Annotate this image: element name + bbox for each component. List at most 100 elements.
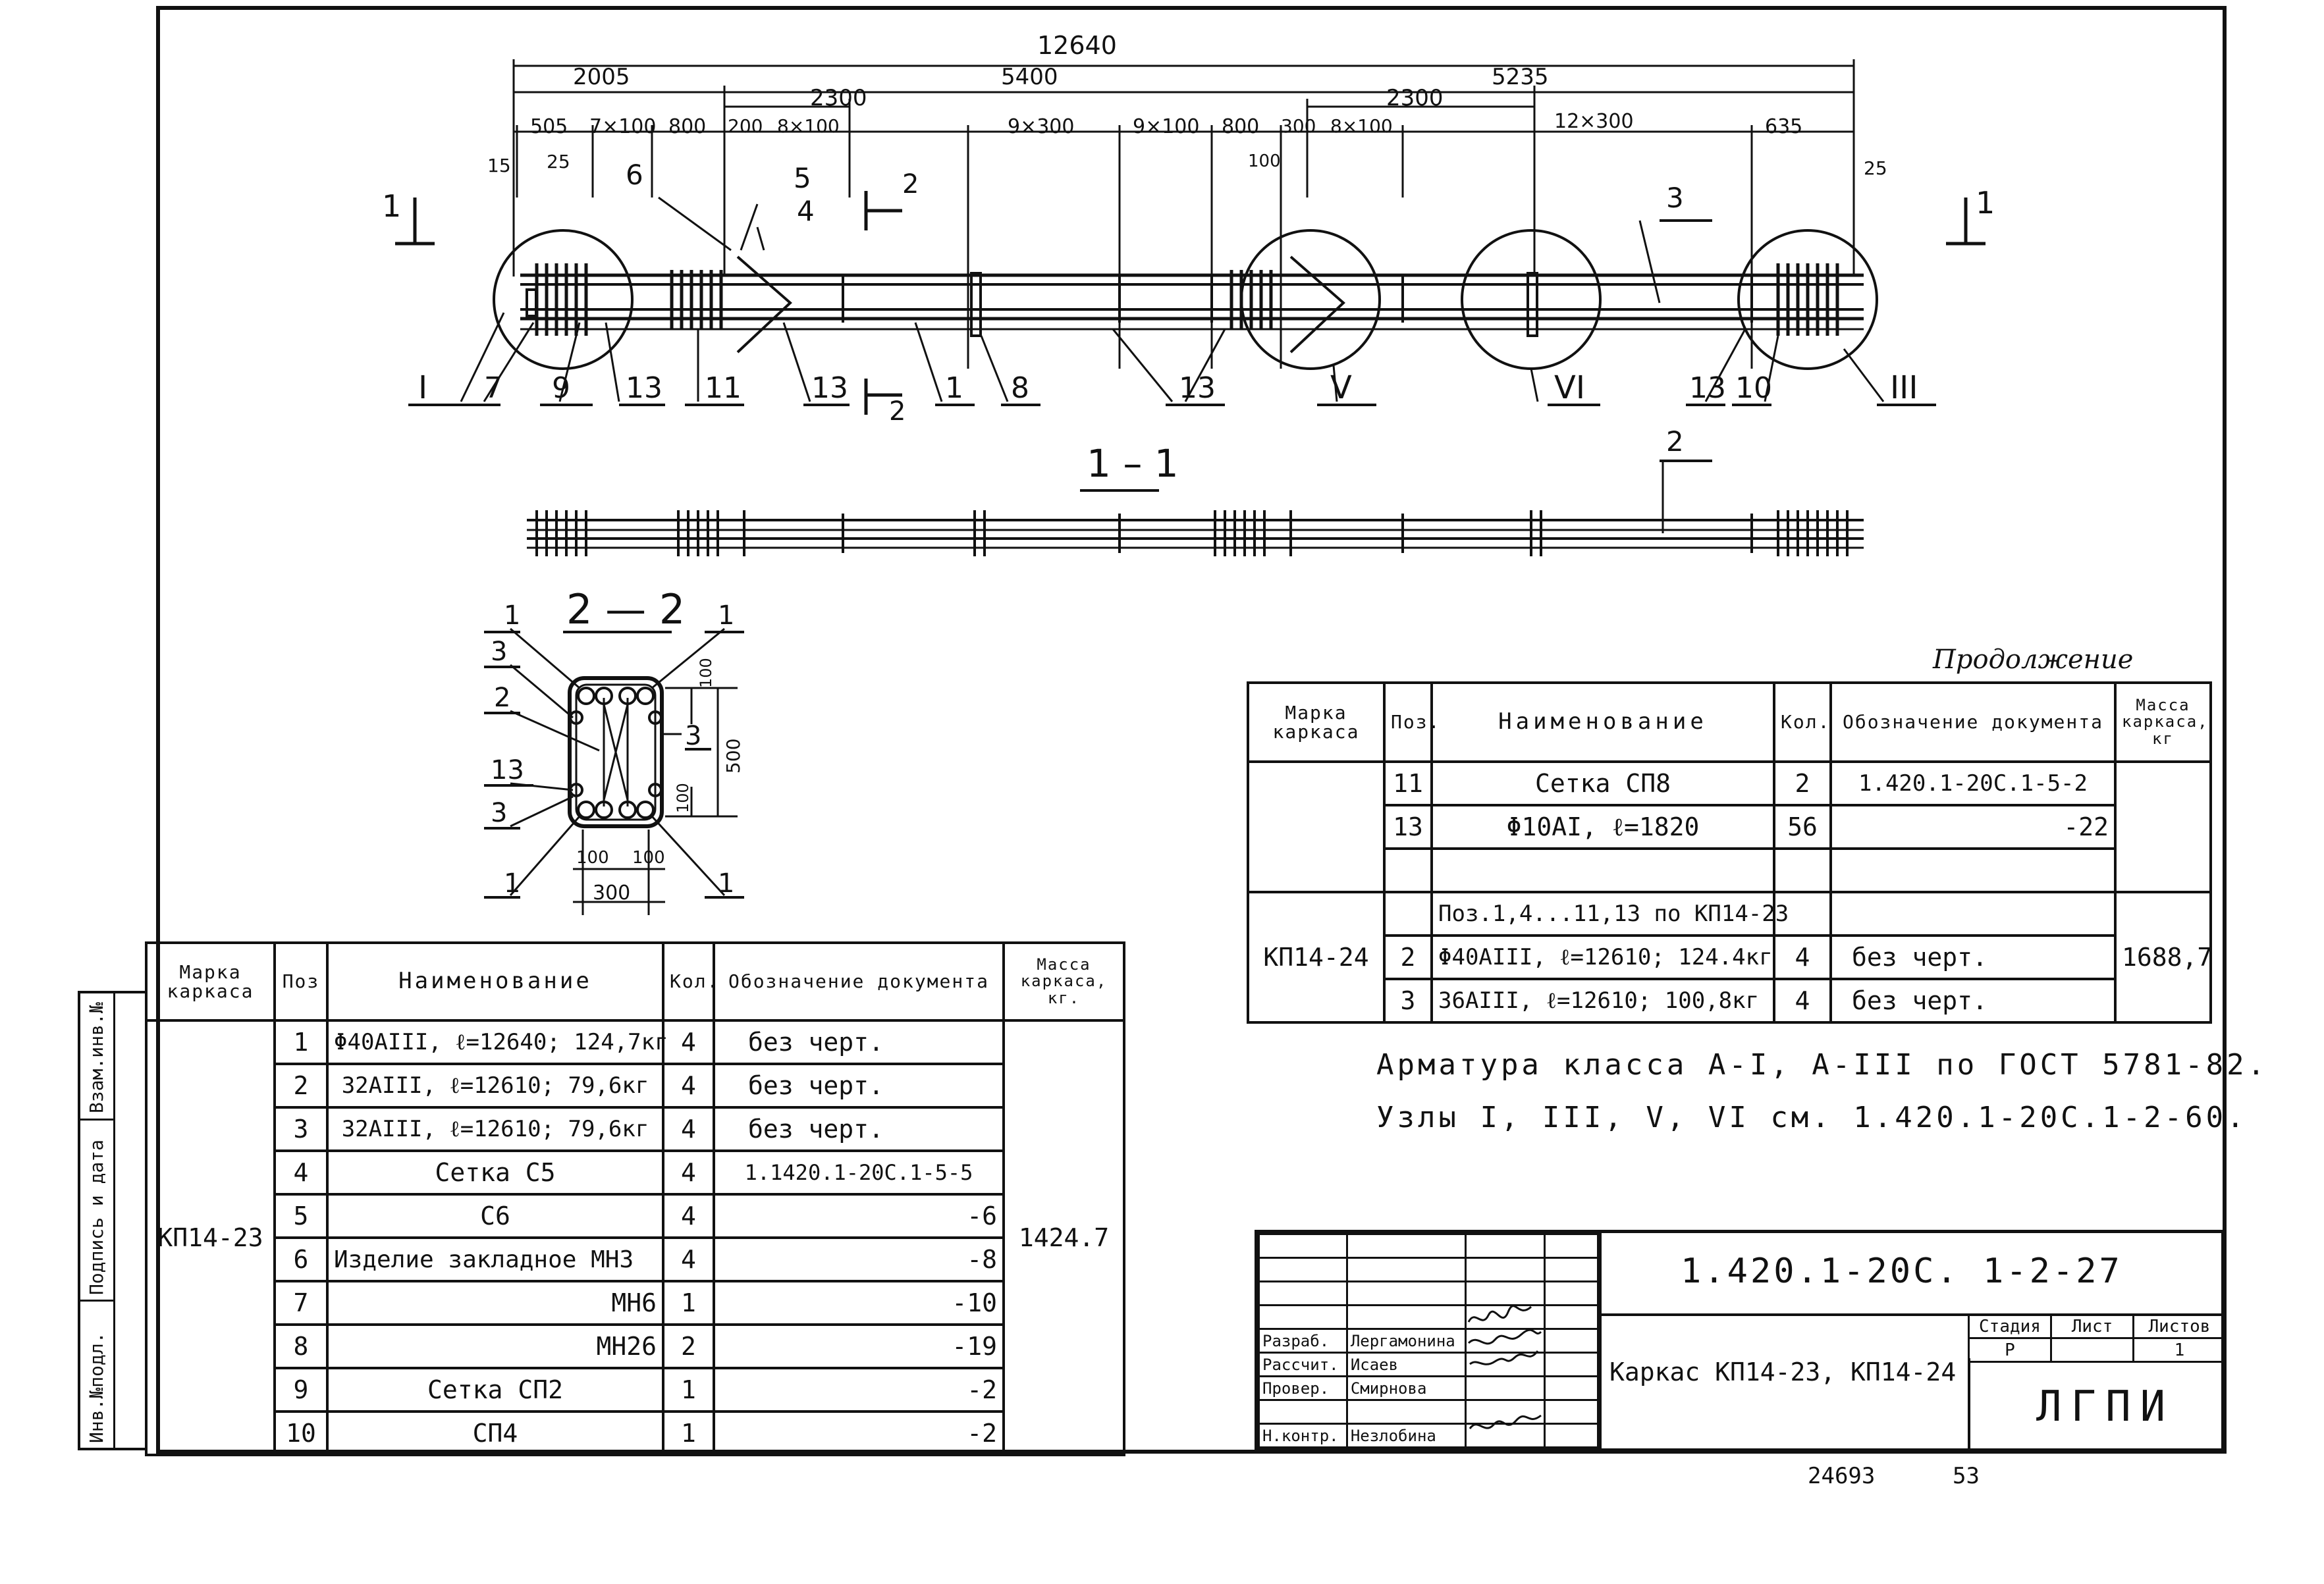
cell-mark-empty xyxy=(1247,760,1386,893)
header-mark: Марка каркаса xyxy=(1247,681,1386,763)
table-cell: 5 xyxy=(273,1193,329,1239)
sec22-dim-100a: 100 xyxy=(697,658,715,688)
stage-header: Стадия xyxy=(1968,1313,2052,1339)
table-cell: 36АIII, ℓ=12610; 100,8кг xyxy=(1430,978,1775,1024)
table-cell: 1 xyxy=(662,1280,715,1326)
role-prover: Провер. xyxy=(1258,1375,1348,1401)
cell-mark: КП14-24 xyxy=(1247,891,1386,1024)
dim-505: 505 xyxy=(530,115,568,138)
table-cell: 10 xyxy=(273,1410,329,1456)
table-cell: -2 xyxy=(713,1367,1005,1413)
node-label-I: I xyxy=(418,369,428,406)
footer-inv-no: 24693 xyxy=(1808,1463,1876,1489)
table-cell: 1.420.1-20С.1-5-2 xyxy=(1829,760,2117,806)
dim-12x300: 12×300 xyxy=(1554,110,1634,133)
sec22-pos-3b: 3 xyxy=(685,721,702,751)
pos-label-1: 1 xyxy=(945,371,963,405)
header-mark: Марка каркаса xyxy=(145,941,276,1022)
sec22-pos-1a: 1 xyxy=(504,600,521,631)
dim-9x300: 9×300 xyxy=(1008,115,1075,138)
table-cell xyxy=(1383,847,1433,893)
sheet-frame xyxy=(156,6,2227,1454)
table-cell xyxy=(1773,847,1832,893)
table-cell: -10 xyxy=(713,1280,1005,1326)
pos-label-9: 9 xyxy=(552,371,570,405)
table-cell xyxy=(1829,847,2117,893)
table-cell: 4 xyxy=(662,1019,715,1065)
table-cell: СП4 xyxy=(326,1410,664,1456)
sec22-pos-3c: 3 xyxy=(491,798,508,828)
table-cell: Φ40АIII, ℓ=12610; 124.4кг xyxy=(1430,934,1775,980)
table-cell: без черт. xyxy=(713,1063,1005,1109)
sec22-pos-13: 13 xyxy=(491,755,524,785)
table-cell: 4 xyxy=(662,1149,715,1196)
table-cell: Сетка СП2 xyxy=(326,1367,664,1413)
pos-label-13b: 13 xyxy=(811,371,848,405)
sec22-dim-500: 500 xyxy=(722,738,744,774)
table-cell: 11 xyxy=(1383,760,1433,806)
sec22-pos-1b: 1 xyxy=(718,600,735,631)
section-1-1-title: 1 – 1 xyxy=(1087,441,1179,486)
pos-label-10: 10 xyxy=(1735,371,1772,405)
header-qty: Кол. xyxy=(662,941,718,1022)
table-cell: -6 xyxy=(713,1193,1005,1239)
pos-label-3: 3 xyxy=(1666,182,1684,214)
table-cell: 4 xyxy=(662,1236,715,1282)
header-mass: Масса каркаса, кг. xyxy=(1002,941,1125,1022)
table-cell: Изделие закладное МН3 xyxy=(326,1236,664,1282)
pos-label-8: 8 xyxy=(1011,371,1029,405)
table-cell: 4 xyxy=(273,1149,329,1196)
pos-label-11: 11 xyxy=(705,371,742,405)
role-nkontr: Н.контр. xyxy=(1258,1423,1348,1448)
sec22-dim-300: 300 xyxy=(593,882,631,905)
section-cut-1-left: 1 xyxy=(382,188,402,224)
table-cell: 8 xyxy=(273,1323,329,1369)
cell-mark: КП14-23 xyxy=(145,1019,276,1456)
sec22-dim-100b: 100 xyxy=(674,783,692,813)
section-cut-2-top: 2 xyxy=(902,169,919,199)
signature-rasschit xyxy=(1465,1352,1546,1377)
sec22-pos-1c: 1 xyxy=(504,868,521,899)
name-razrab: Лергамонина xyxy=(1345,1328,1467,1354)
table-cell: без черт. xyxy=(1829,934,2117,980)
sidebar-podpis: Подпись и дата xyxy=(86,1139,107,1295)
header-doc: Обозначение документа xyxy=(713,941,1005,1022)
table-cell: -2 xyxy=(713,1410,1005,1456)
table-cell: Φ10АI, ℓ=1820 xyxy=(1430,804,1775,850)
dim-200: 200 xyxy=(728,115,763,137)
section-2-2-title: 2 — 2 xyxy=(566,585,686,633)
dim-seg3: 5235 xyxy=(1492,64,1549,90)
table-cell: 6 xyxy=(273,1236,329,1282)
table-cell: 1 xyxy=(662,1410,715,1456)
note-line-1: Арматура класса А-I, А-III по ГОСТ 5781-… xyxy=(1376,1048,2269,1082)
signature-prover xyxy=(1465,1375,1546,1401)
dim-seg1: 2005 xyxy=(573,64,630,90)
table-cell: МН26 xyxy=(326,1323,664,1369)
table-cell: -8 xyxy=(713,1236,1005,1282)
pos-label-13a: 13 xyxy=(626,371,662,405)
table-cell: без черт. xyxy=(713,1106,1005,1152)
dim-15: 15 xyxy=(487,155,511,176)
table-cell: 2 xyxy=(273,1063,329,1109)
table-cell: 2 xyxy=(1383,934,1433,980)
table-cell: 2 xyxy=(1773,760,1832,806)
table-cell xyxy=(1829,891,2117,937)
sheet-header: Лист xyxy=(2050,1313,2134,1339)
table-cell: С6 xyxy=(326,1193,664,1239)
sec22-pos-2: 2 xyxy=(494,683,511,713)
dim-overall: 12640 xyxy=(1037,31,1117,60)
table-cell xyxy=(1430,847,1775,893)
pos-label-13d: 13 xyxy=(1689,371,1726,405)
cell-mass-empty xyxy=(2114,760,2212,893)
table-cell: 3 xyxy=(273,1106,329,1152)
table-cell: Сетка СП8 xyxy=(1430,760,1775,806)
name-rasschit: Исаев xyxy=(1345,1352,1467,1377)
dim-100: 100 xyxy=(1248,151,1281,171)
sheets-header: Листов xyxy=(2132,1313,2227,1339)
table-cell: 4 xyxy=(662,1063,715,1109)
title-block: Разраб.Лергамонина Рассчит.Исаев Провер.… xyxy=(1255,1230,2227,1452)
node-label-V: V xyxy=(1330,369,1352,406)
stage-value: Р xyxy=(1968,1337,2052,1363)
